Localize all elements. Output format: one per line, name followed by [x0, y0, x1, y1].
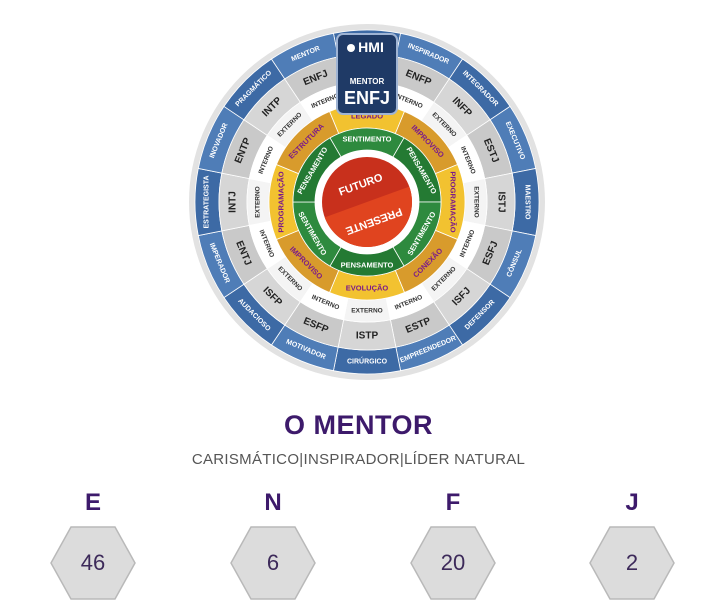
score-hexagon: 2	[589, 526, 675, 600]
score-hexagon: 20	[410, 526, 496, 600]
orientation-label: EXTERNO	[473, 186, 480, 217]
badge-caption: MENTOR	[350, 77, 385, 86]
score-value: 6	[266, 550, 280, 575]
score-value: 20	[440, 550, 466, 575]
archetype-label: ESTRATEGISTA	[204, 175, 211, 228]
type-label: INTJ	[228, 191, 239, 213]
archetype-label: MAESTRO	[524, 185, 531, 221]
orientation-label: EXTERNO	[351, 308, 382, 315]
function-label: PROGRAMAÇÃO	[449, 171, 458, 232]
profile-traits: CARISMÁTICO|INSPIRADOR|LÍDER NATURAL	[191, 451, 526, 468]
center-lower-half	[324, 186, 412, 247]
score-letter: E	[84, 489, 101, 516]
mentor-badge[interactable]: HMI MENTOR ENFJ	[336, 33, 398, 115]
score-hexagon: 6	[230, 526, 316, 600]
score-letter: J	[625, 489, 639, 516]
type-label: ISTP	[356, 331, 379, 342]
score-f: F 20	[408, 488, 498, 600]
score-letter: N	[264, 489, 282, 516]
score-letter: F	[445, 489, 461, 516]
score-e: E 46	[48, 488, 138, 600]
wheel-rings	[189, 24, 545, 380]
badge-logo: HMI	[358, 39, 384, 55]
function-label: LEGADO	[351, 112, 383, 121]
personality-wheel: CONSELHEIROINSPIRADORINTEGRADOREXECUTIVO…	[189, 24, 545, 380]
badge-code: ENFJ	[344, 88, 390, 108]
orientation-label: EXTERNO	[255, 186, 262, 217]
profile-title: O MENTOR	[283, 410, 433, 440]
score-hexagon: 46	[50, 526, 136, 600]
score-value: 2	[625, 550, 639, 575]
core-label: SENTIMENTO	[342, 135, 391, 144]
type-label: ISTJ	[496, 191, 507, 212]
score-n: N 6	[228, 488, 318, 600]
paw-icon	[347, 44, 355, 52]
core-label: PENSAMENTO	[341, 261, 394, 270]
score-j: J 2	[587, 488, 677, 600]
score-value: 46	[80, 550, 106, 575]
function-label: EVOLUÇÃO	[346, 284, 389, 293]
function-label: PROGRAMAÇÃO	[277, 171, 286, 232]
archetype-label: CIRÚRGICO	[347, 357, 388, 366]
